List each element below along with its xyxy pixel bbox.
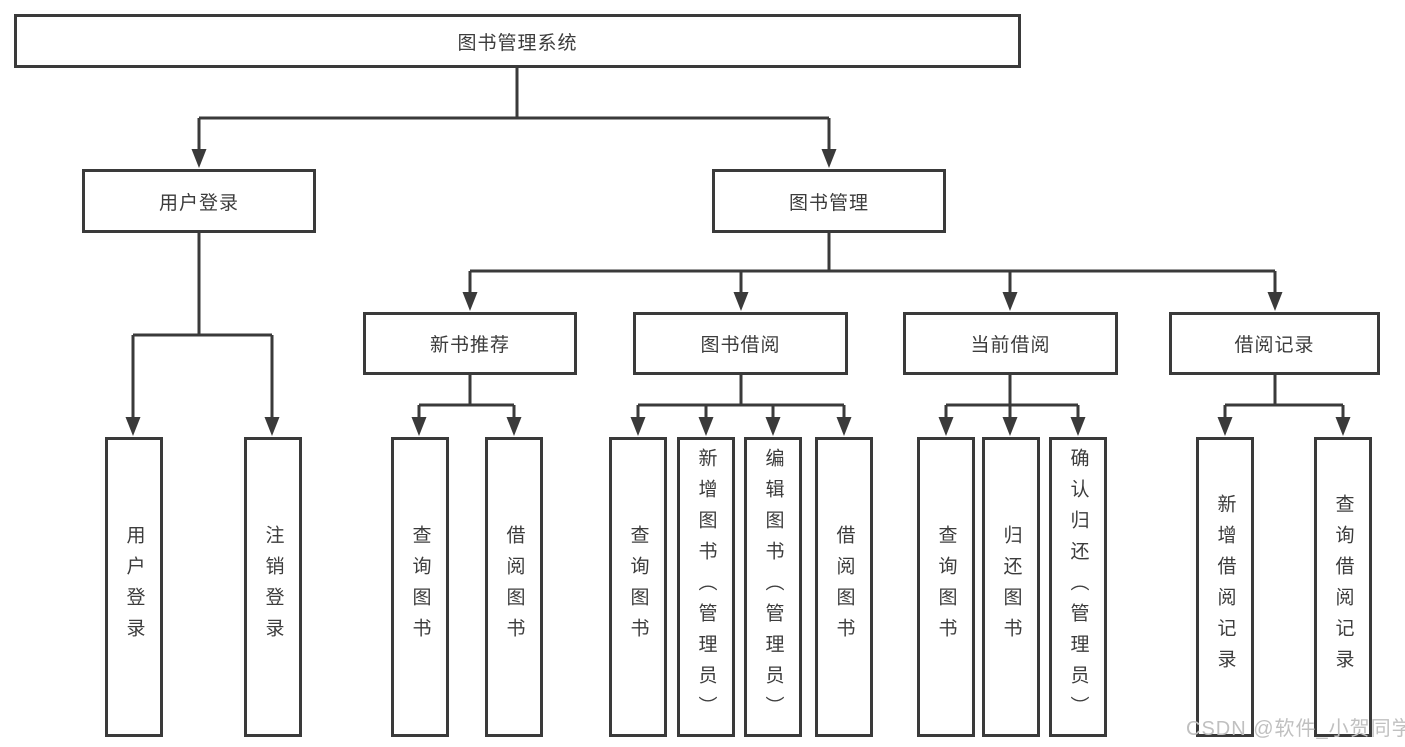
leaf-logout: 注销登录 [244,437,302,737]
leaf-add-borrow-record: 新增借阅记录 [1196,437,1254,737]
leaf-label: 确认归还（管理员） [1067,447,1089,727]
node-new-book-recommendation: 新书推荐 [363,312,577,375]
leaf-label: 新增借阅记录 [1214,494,1236,680]
node-book-borrowing: 图书借阅 [633,312,848,375]
leaf-query-books-recommend: 查询图书 [391,437,449,737]
node-library-management-system: 图书管理系统 [14,14,1021,68]
leaf-add-books-admin: 新增图书（管理员） [677,437,735,737]
leaf-borrow-books-recommend: 借阅图书 [485,437,543,737]
leaf-user-login: 用户登录 [105,437,163,737]
leaf-confirm-return-admin: 确认归还（管理员） [1049,437,1107,737]
node-user-login: 用户登录 [82,169,316,233]
leaf-label: 借阅图书 [503,525,525,649]
leaf-return-books: 归还图书 [982,437,1040,737]
leaf-query-books-current: 查询图书 [917,437,975,737]
node-current-borrowing: 当前借阅 [903,312,1118,375]
node-label: 用户登录 [158,192,239,214]
watermark: CSDN @软件_小贺同学 [1186,718,1405,740]
leaf-label: 查询图书 [935,525,957,649]
leaf-borrow-books: 借阅图书 [815,437,873,737]
leaf-label: 归还图书 [1000,525,1022,649]
node-book-management: 图书管理 [712,169,946,233]
leaf-label: 查询借阅记录 [1332,494,1354,680]
leaf-query-borrow-record: 查询借阅记录 [1314,437,1372,737]
leaf-label: 查询图书 [627,525,649,649]
node-label: 借阅记录 [1234,335,1315,356]
leaf-label: 注销登录 [262,525,284,649]
node-label: 图书借阅 [700,335,781,356]
node-label: 图书管理 [788,192,869,214]
node-label: 当前借阅 [970,335,1051,356]
leaf-label: 用户登录 [123,525,145,649]
arrowhead-icons [125,149,1351,436]
node-borrowing-records: 借阅记录 [1169,312,1380,375]
leaf-label: 新增图书（管理员） [695,447,717,727]
leaf-label: 查询图书 [409,525,431,649]
node-label: 新书推荐 [429,335,510,356]
leaf-label: 编辑图书（管理员） [762,447,784,727]
node-label: 图书管理系统 [457,32,578,54]
leaf-query-books-borrow: 查询图书 [609,437,667,737]
leaf-edit-books-admin: 编辑图书（管理员） [744,437,802,737]
leaf-label: 借阅图书 [833,525,855,649]
